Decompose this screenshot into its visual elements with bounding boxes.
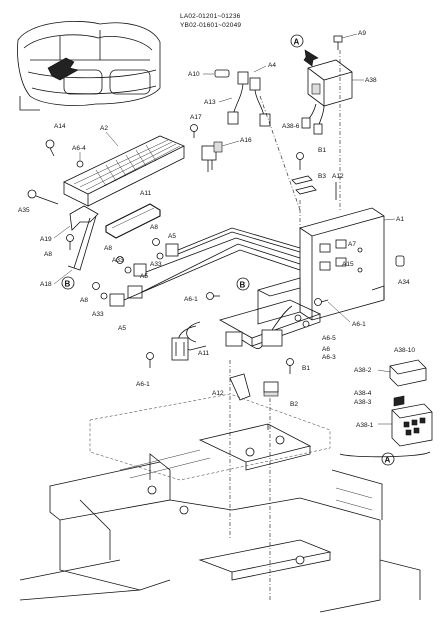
part-a9: A9 (333, 30, 366, 50)
detail-a-inset: A38-10 A38-2 A38-4 A38-3 A38-1 A (339, 347, 433, 466)
part-a4-harness: A10 A4 A13 (188, 62, 276, 127)
callout-b-center-label: B (240, 281, 246, 290)
label-b1-upper: B1 (318, 147, 326, 154)
label-a14: A14 (54, 123, 66, 130)
label-a33-upper: A33 (150, 261, 162, 268)
callout-a-bottom-label: A (385, 456, 391, 465)
callout-a-label: A (294, 38, 300, 47)
label-a7: A7 (348, 241, 356, 248)
label-a15: A15 (342, 261, 354, 268)
label-a1: A1 (396, 216, 404, 223)
part-a12-lower: A12 (212, 373, 251, 401)
label-a12-upper: A12 (332, 173, 344, 180)
label-a38-4: A38-4 (354, 390, 372, 397)
label-a6-4: A6-4 (72, 145, 86, 152)
label-a8-upper: A8 (44, 251, 52, 258)
part-a6-4: A6-4 (72, 145, 86, 168)
label-a11-lower: A11 (198, 350, 209, 357)
label-b3: B3 (318, 173, 326, 180)
part-a18-bracket: A19 A18 (40, 205, 99, 288)
callout-b-left: B (61, 276, 75, 290)
part-a11-lower: A11 (171, 305, 293, 361)
label-a8-lower: A8 (80, 297, 88, 304)
label-a19: A19 (40, 236, 52, 243)
label-a18: A18 (40, 281, 52, 288)
label-a35: A35 (18, 207, 30, 214)
label-a38-1: A38-1 (356, 422, 374, 429)
label-a9: A9 (358, 30, 366, 37)
part-a16-relay: A16 (201, 137, 252, 172)
label-a34: A34 (398, 279, 410, 286)
label-a16: A16 (240, 137, 252, 144)
label-a13: A13 (204, 99, 216, 106)
label-a6-3: A6-3 (322, 354, 336, 361)
label-a5-upper: A5 (168, 233, 176, 240)
callout-b-center: B (236, 277, 250, 291)
part-a8-upper: A8 (44, 234, 74, 258)
label-a38: A38 (365, 77, 377, 84)
part-a11-handle: A11 (105, 190, 161, 239)
label-a38-6: A38-6 (282, 123, 300, 130)
label-a8-mid2: A8 (104, 245, 112, 252)
label-a6-1-right: A6-1 (352, 321, 366, 328)
part-a14: A14 (45, 123, 66, 157)
label-a6-1-lower: A6-1 (136, 381, 150, 388)
part-b2: B2 (263, 381, 298, 408)
part-a6-cluster: A6-5 A6 A6-3 (294, 314, 336, 361)
part-a5-lower: A8 A33 A5 (104, 245, 148, 299)
part-a6-1-upper: A6-1 (184, 292, 220, 303)
label-a17: A17 (190, 114, 202, 121)
part-a8-a33-lower: A8 A33 A5 (80, 282, 126, 332)
machine-frame (19, 393, 421, 613)
label-a8-mid: A8 (150, 224, 158, 231)
label-a33-mid: A33 (112, 257, 124, 264)
part-a6-1-right: A6-1 (314, 298, 366, 328)
callout-b-left-label: B (65, 280, 71, 289)
label-a38-10: A38-10 (394, 347, 415, 354)
part-a2-heatsink: A2 (63, 125, 185, 207)
part-a1-bracket: A1 A7 A15 (299, 207, 404, 321)
label-b2: B2 (290, 401, 298, 408)
sensor-harness-wires (123, 227, 301, 301)
label-a2: A2 (100, 125, 108, 132)
label-a4: A4 (268, 62, 276, 69)
part-a5-upper: A8 A5 A33 (150, 224, 179, 268)
label-a5-mid: A5 (140, 273, 148, 280)
assembly-centerlines (229, 50, 341, 600)
callout-a-top: A (290, 34, 319, 67)
label-a38-3: A38-3 (354, 399, 372, 406)
label-a6-5: A6-5 (322, 335, 336, 342)
label-a6: A6 (322, 346, 330, 353)
serial-range-1: LA02-01201~01236 (180, 13, 241, 20)
part-b1-lower: B1 (286, 358, 310, 374)
seat-location-sketch (17, 21, 161, 111)
serial-range-2: YB02-01601~02049 (180, 22, 241, 29)
label-a10: A10 (188, 71, 200, 78)
label-b1-lower: B1 (302, 365, 310, 372)
part-a34: A34 (395, 255, 410, 286)
part-a35: A35 (18, 189, 59, 214)
part-b1-upper: B1 (296, 147, 326, 170)
label-a11: A11 (140, 190, 151, 197)
part-b3: B3 A12 (291, 173, 344, 200)
part-a17: A17 (190, 114, 202, 138)
label-a38-2: A38-2 (354, 367, 372, 374)
part-a6-1-lower: A6-1 (136, 352, 154, 388)
part-a38-connector: A38 A38-6 (282, 59, 377, 135)
label-a6-1-left: A6-1 (184, 296, 198, 303)
label-a33-lower: A33 (92, 311, 104, 318)
label-a5-lower: A5 (118, 325, 126, 332)
label-a12-lower: A12 (212, 390, 224, 397)
